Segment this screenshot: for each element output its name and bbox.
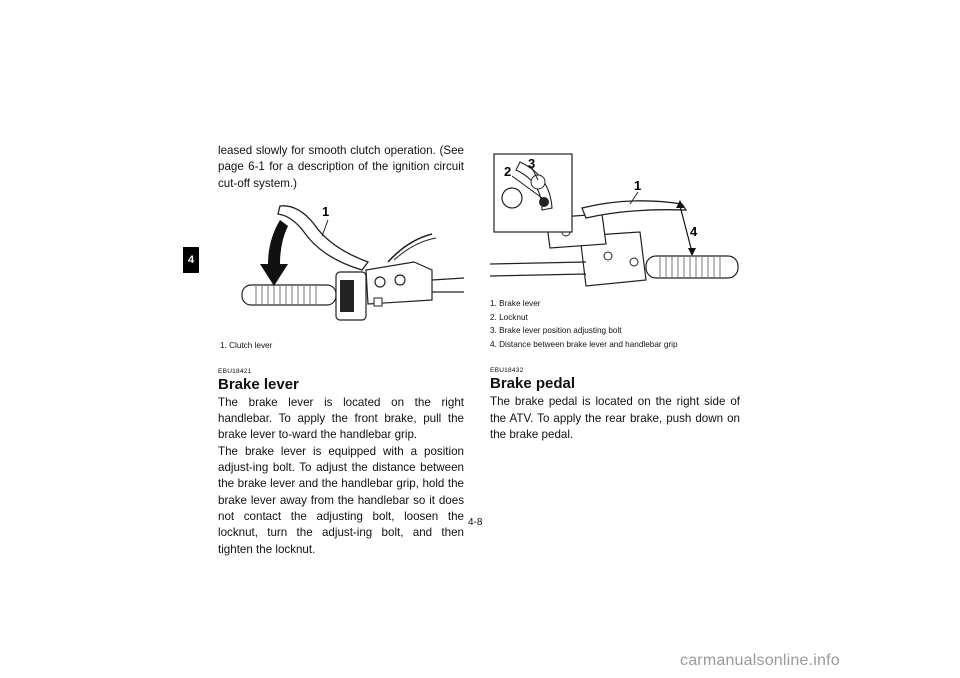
brake-lever-figure: 1 2 3 4 1. Brake lever 2. Locknut 3. Bra… [489,152,740,351]
caption-item: 3. Brake lever position adjusting bolt [490,326,622,336]
left-column: leased slowly for smooth clutch operatio… [218,143,465,558]
brake-lever-paragraph-1: The brake lever is located on the right … [218,395,464,442]
brake-lever-illustration: 1 2 3 4 [489,153,739,287]
brake-lever-paragraph-2: The brake lever is equipped with a posit… [218,444,464,556]
caption-item: 2. Locknut [490,312,528,322]
section-code: EBU18432 [490,367,524,375]
figure-callout-3: 3 [528,156,535,171]
caption-item: 1. Brake lever [490,299,541,308]
page-number: 4-8 [468,517,483,528]
figure-callout-4: 4 [690,224,698,239]
clutch-lever-figure: 1 1. Clutch lever [218,200,465,352]
figure-caption-list: 1. Brake lever 2. Locknut 3. Brake lever… [490,297,740,351]
section-code: EBU18421 [218,367,252,375]
brake-pedal-paragraph: The brake pedal is located on the right … [490,395,740,441]
figure-caption: 1. Clutch lever [220,340,273,350]
section-title-brake-pedal: Brake pedal [490,375,576,393]
caption-item: 4. Distance between brake lever and hand… [490,339,678,349]
right-column: 1 2 3 4 1. Brake lever 2. Locknut 3. Bra… [489,152,740,443]
figure-callout-2: 2 [504,164,511,179]
figure-callout-1: 1 [322,204,329,219]
section-title-brake-lever: Brake lever [218,375,299,393]
figure-callout-1: 1 [634,178,641,193]
intro-paragraph: leased slowly for smooth clutch operatio… [218,144,464,190]
clutch-lever-illustration: 1 [241,204,465,321]
watermark: carmanualsonline.info [680,652,840,669]
chapter-tab: 4 [183,247,199,273]
